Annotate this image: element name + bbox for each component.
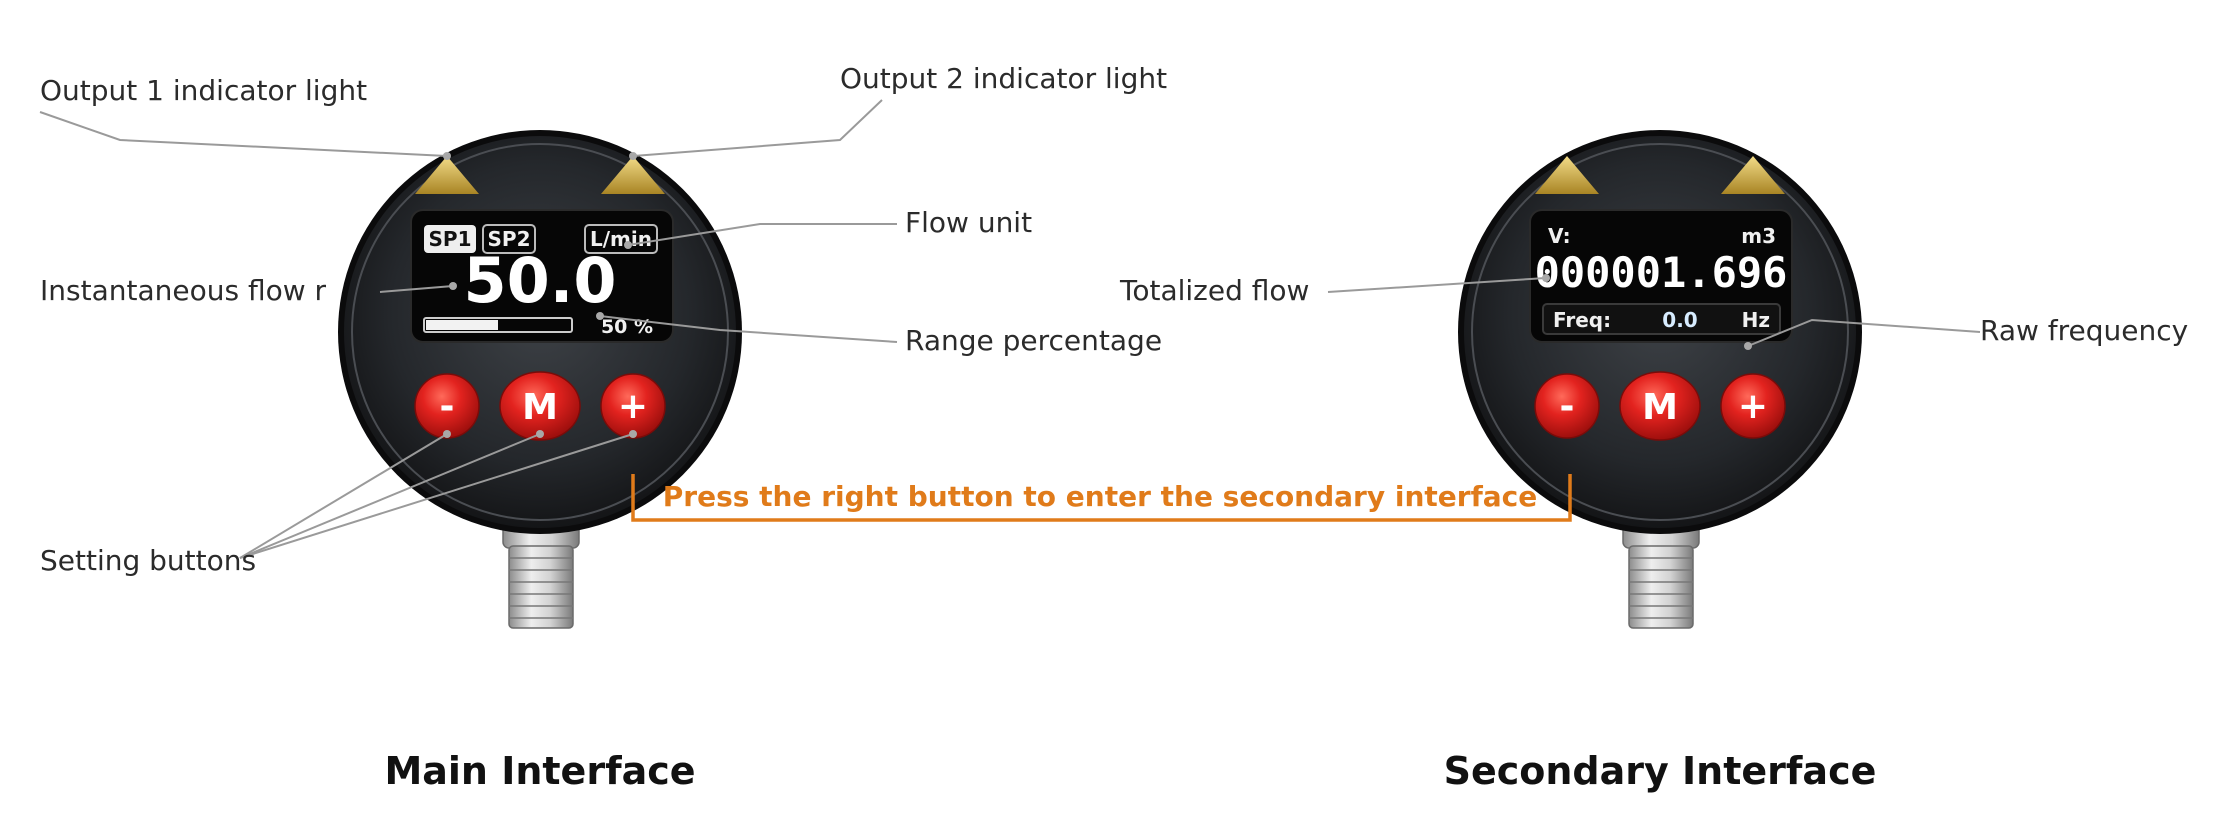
output1-indicator-light: [1535, 156, 1599, 194]
range-bar-track: [423, 317, 573, 333]
totalized-flow-value: 000001.696: [1535, 248, 1788, 297]
callout-raw-frequency-label: Raw frequency: [1980, 314, 2188, 347]
plus-button-label: +: [1738, 386, 1768, 427]
main-lcd: SP1 SP2 L/min 50.0 50 %: [410, 209, 674, 343]
callout-flow-unit: Flow unit: [624, 206, 1032, 249]
transition-arrow: Press the right button to enter the seco…: [631, 474, 1572, 522]
totalized-volume-unit: m3: [1741, 224, 1776, 248]
plus-button[interactable]: +: [1720, 373, 1786, 439]
pipe-fitting: [502, 517, 580, 629]
frequency-label: Freq:: [1553, 308, 1611, 332]
mode-button-label: M: [522, 387, 558, 428]
mode-button-label: M: [1642, 387, 1678, 428]
pipe-fitting: [1622, 517, 1700, 629]
range-bar-fill: [426, 320, 498, 330]
output1-indicator-light: [415, 156, 479, 194]
instantaneous-flow-value: 50.0: [464, 244, 617, 317]
minus-button-label: -: [440, 386, 455, 427]
plus-button-label: +: [618, 386, 648, 427]
callout-totalized-flow: Totalized flow: [1119, 274, 1550, 307]
callout-instantaneous-flow: Instantaneous flow r: [40, 274, 457, 307]
secondary-lcd: V: m3 000001.696 Freq: 0.0 Hz: [1529, 209, 1793, 343]
flow-unit-label: L/min: [590, 227, 652, 251]
callout-flow-unit-label: Flow unit: [905, 206, 1032, 239]
output2-indicator-light: [601, 156, 665, 194]
mode-button[interactable]: M: [1619, 371, 1701, 441]
sp2-badge: [482, 224, 536, 254]
sp2-label: SP2: [488, 227, 531, 251]
secondary-device: V: m3 000001.696 Freq: 0.0 Hz - M +: [1458, 130, 1862, 629]
main-interface-title: Main Interface: [384, 749, 695, 793]
plus-button[interactable]: +: [600, 373, 666, 439]
callout-instantaneous-label: Instantaneous flow r: [40, 274, 327, 307]
sp1-badge: [424, 225, 476, 253]
transition-instruction: Press the right button to enter the seco…: [663, 480, 1537, 513]
secondary-interface-title: Secondary Interface: [1444, 749, 1877, 793]
frequency-unit: Hz: [1742, 308, 1770, 332]
callout-output1-label: Output 1 indicator light: [40, 74, 367, 107]
callout-range-percentage: Range percentage: [596, 312, 1162, 357]
minus-button[interactable]: -: [414, 373, 480, 439]
totalized-volume-label: V:: [1548, 224, 1571, 248]
sp1-label: SP1: [429, 227, 472, 251]
main-device: SP1 SP2 L/min 50.0 50 % - M +: [338, 130, 742, 629]
raw-frequency-value: 0.0: [1662, 308, 1697, 332]
flow-unit-badge: [584, 224, 658, 254]
callout-output2-label: Output 2 indicator light: [840, 62, 1167, 95]
callout-totalized-label: Totalized flow: [1119, 274, 1309, 307]
minus-button[interactable]: -: [1534, 373, 1600, 439]
callout-setting-buttons-label: Setting buttons: [40, 544, 256, 577]
mode-button[interactable]: M: [499, 371, 581, 441]
callout-raw-frequency: Raw frequency: [1744, 314, 2188, 350]
frequency-row: [1542, 303, 1781, 335]
minus-button-label: -: [1560, 386, 1575, 427]
callout-setting-buttons: Setting buttons: [40, 430, 637, 577]
callout-output1: Output 1 indicator light: [39, 74, 451, 160]
callout-output2: Output 2 indicator light: [629, 62, 1167, 160]
callout-range-label: Range percentage: [905, 324, 1162, 357]
output2-indicator-light: [1721, 156, 1785, 194]
